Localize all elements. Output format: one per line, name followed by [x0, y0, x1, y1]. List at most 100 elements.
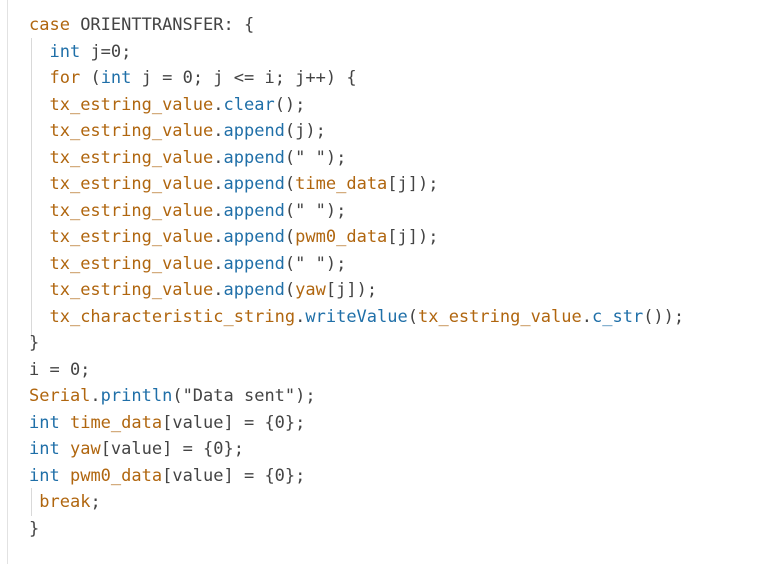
code-token: tx_estring_value	[49, 227, 214, 247]
code-token: [value] = {0};	[162, 412, 306, 433]
code-line: tx_estring_value.append(" ");	[29, 198, 684, 225]
code-token: int	[29, 439, 60, 459]
code-token: (" ");	[284, 200, 347, 221]
code-token: int	[100, 68, 132, 88]
code-token: (	[284, 227, 296, 247]
code-token: clear	[223, 94, 275, 115]
code-token: .	[213, 227, 224, 247]
code-token: int	[29, 465, 60, 486]
code-token: append	[223, 147, 285, 168]
code-token	[29, 201, 49, 221]
code-token: ();	[274, 94, 306, 115]
code-token: }	[29, 518, 40, 539]
left-border	[7, 0, 8, 564]
code-token: .	[213, 280, 224, 300]
code-token: int	[29, 412, 60, 433]
code-token: (	[284, 280, 296, 300]
code-line: i = 0;	[29, 357, 684, 384]
code-token: tx_estring_value	[49, 280, 214, 300]
code-token	[29, 121, 49, 141]
code-token: }	[29, 333, 40, 353]
code-token	[29, 254, 49, 274]
code-token: j=0;	[80, 41, 132, 62]
code-token: int	[49, 41, 81, 62]
code-token: yaw	[69, 439, 101, 459]
code-line: break;	[29, 489, 684, 516]
code-token: (" ");	[284, 253, 347, 274]
code-token: tx_estring_value	[49, 174, 214, 194]
code-token: (	[284, 174, 296, 194]
code-token: .	[213, 174, 224, 194]
code-token: (" ");	[284, 147, 347, 168]
code-token	[29, 307, 49, 327]
code-token: .	[213, 147, 224, 168]
code-token	[29, 492, 39, 512]
code-token: writeValue	[305, 306, 408, 327]
code-line: for (int j = 0; j <= i; j++) {	[29, 65, 684, 92]
code-token: tx_estring_value	[49, 253, 214, 274]
code-line: case ORIENTTRANSFER: {	[29, 12, 684, 39]
code-token: tx_characteristic_string	[49, 306, 296, 327]
code-token: i = 0;	[29, 359, 91, 380]
code-token: case	[29, 15, 81, 35]
code-token: ;	[90, 492, 101, 512]
code-line: tx_estring_value.append(yaw[j]);	[29, 277, 684, 304]
code-token: .	[213, 253, 224, 274]
code-token: tx_estring_value	[49, 94, 214, 115]
code-token: (j);	[284, 121, 326, 141]
code-token: ());	[643, 306, 685, 327]
code-token: yaw	[295, 280, 326, 300]
code-line: int j=0;	[29, 39, 684, 66]
code-token	[29, 227, 49, 247]
code-token: [j]);	[325, 280, 378, 300]
code-token: Serial	[29, 386, 91, 406]
code-token: tx_estring_value	[49, 147, 214, 168]
code-token: .	[90, 386, 101, 406]
code-token: [j]);	[387, 174, 439, 194]
code-line: int yaw[value] = {0};	[29, 436, 684, 463]
code-token: (	[80, 68, 101, 88]
code-token: [j]);	[387, 227, 439, 247]
code-token: .	[581, 306, 592, 327]
code-token	[60, 466, 70, 486]
code-line: tx_estring_value.append(" ");	[29, 251, 684, 278]
code-token: time_data	[69, 412, 163, 433]
code-token: pwm0_data	[295, 227, 388, 247]
code-token: .	[213, 94, 224, 115]
code-token: .	[213, 200, 224, 221]
code-token: tx_estring_value	[49, 200, 214, 221]
code-line: tx_estring_value.append(j);	[29, 118, 684, 145]
code-token: [value] = {0};	[162, 465, 306, 486]
code-token	[29, 95, 49, 115]
code-line: }	[29, 330, 684, 357]
code-token: (	[407, 306, 418, 327]
code-token	[29, 68, 49, 88]
code-token: [value] = {0};	[100, 439, 244, 459]
code-token: time_data	[295, 174, 388, 194]
code-token	[29, 280, 49, 300]
code-line: tx_estring_value.clear();	[29, 92, 684, 119]
code-line: int pwm0_data[value] = {0};	[29, 463, 684, 490]
indent-guide	[31, 488, 32, 516]
code-listing: case ORIENTTRANSFER: { int j=0; for (int…	[29, 12, 684, 542]
code-line: Serial.println("Data sent");	[29, 383, 684, 410]
code-line: tx_estring_value.append(pwm0_data[j]);	[29, 224, 684, 251]
code-token: append	[223, 121, 285, 141]
code-token: append	[223, 280, 285, 300]
code-token: .	[295, 306, 306, 327]
code-token: append	[223, 200, 285, 221]
code-token: tx_estring_value	[417, 306, 582, 327]
code-line: tx_characteristic_string.writeValue(tx_e…	[29, 304, 684, 331]
code-token: break	[39, 492, 91, 512]
code-token: ORIENTTRANSFER: {	[80, 15, 255, 35]
code-token: j = 0; j <= i; j++) {	[131, 68, 357, 88]
code-token: for	[49, 68, 81, 88]
code-line: tx_estring_value.append(time_data[j]);	[29, 171, 684, 198]
code-token: append	[223, 227, 285, 247]
code-token: println	[100, 386, 173, 406]
code-token	[29, 42, 49, 62]
code-token: pwm0_data	[69, 465, 163, 486]
code-token: append	[223, 174, 285, 194]
code-token: c_str	[592, 306, 644, 327]
